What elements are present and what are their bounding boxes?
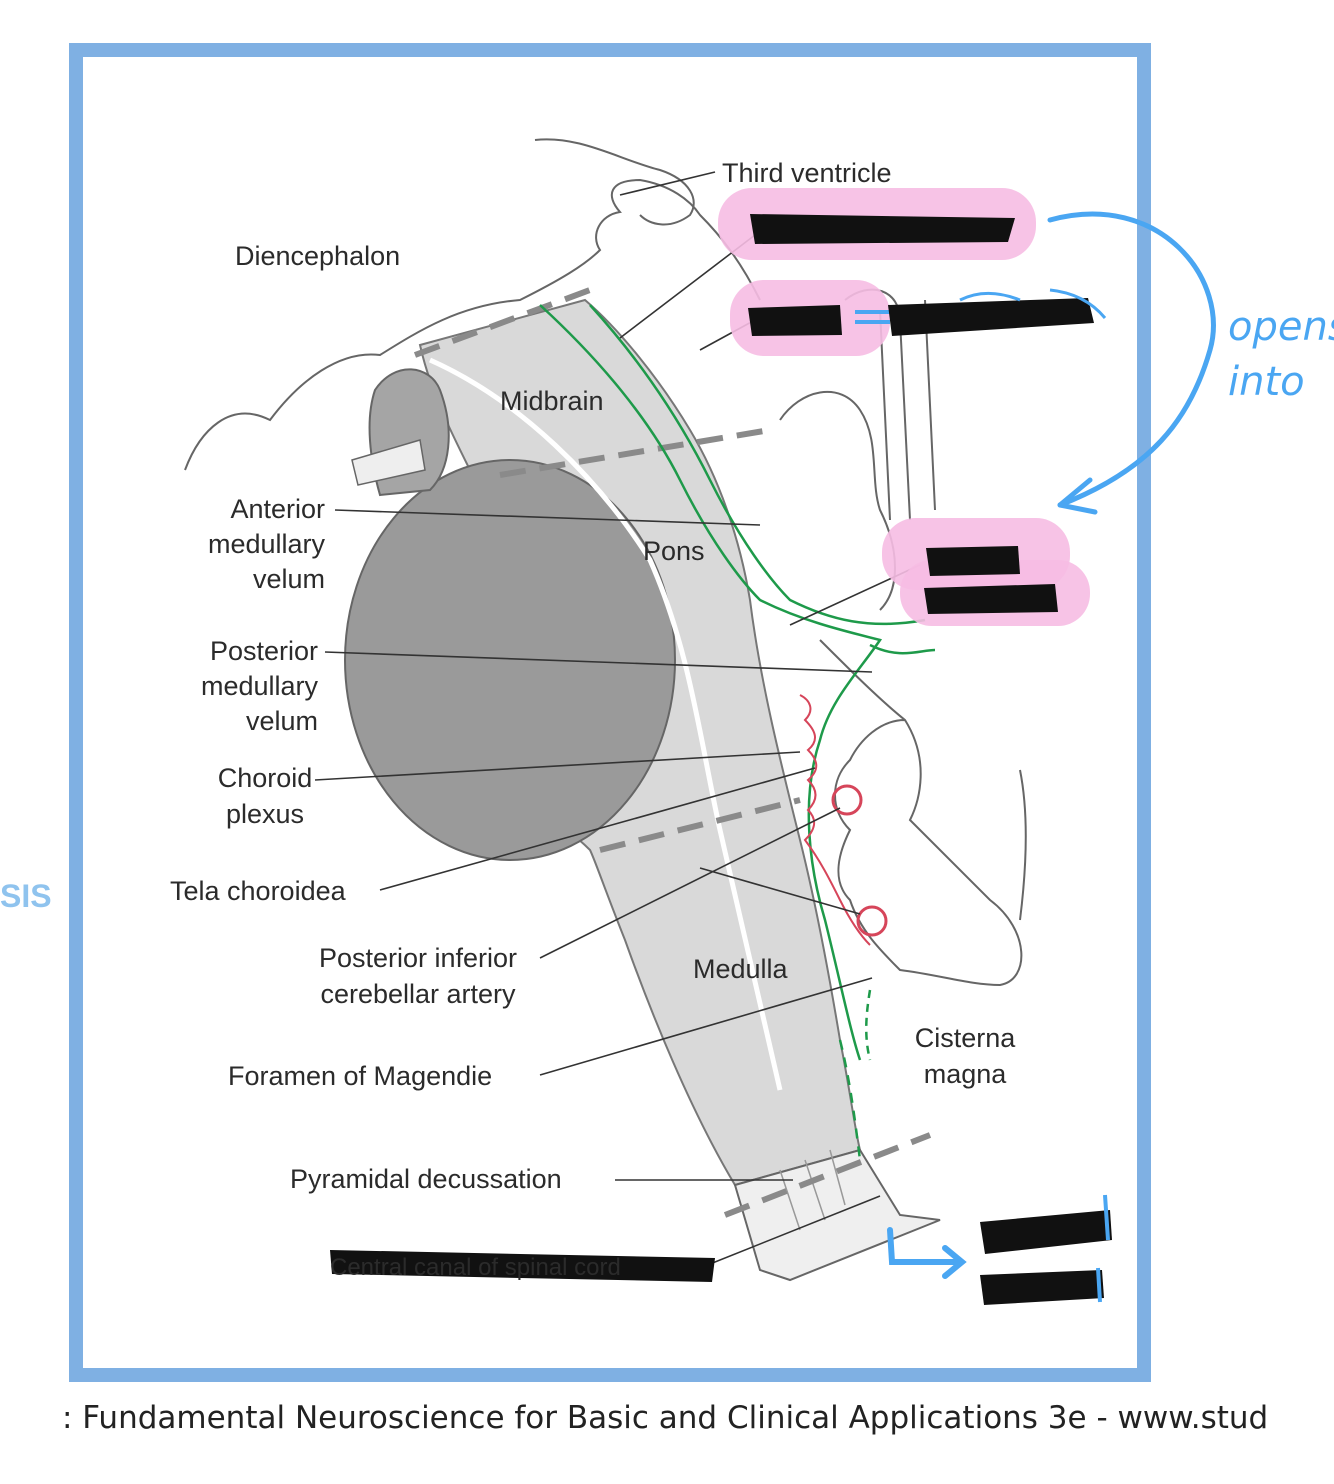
third-ventricle-outline <box>535 139 694 224</box>
label-midbrain: Midbrain <box>500 386 604 416</box>
redaction-bar-7 <box>980 1210 1112 1254</box>
pia-line-velum <box>870 645 935 653</box>
figure-caption: : Fundamental Neuroscience for Basic and… <box>62 1400 1268 1436</box>
redaction-bar-3 <box>888 298 1094 336</box>
label-diencephalon: Diencephalon <box>235 241 400 271</box>
opens-into-arrow <box>1050 214 1213 505</box>
redaction-bar-8 <box>980 1270 1104 1305</box>
label-central-canal: Central canal of spinal cord <box>330 1254 621 1281</box>
redaction-bar-1 <box>750 214 1015 244</box>
label-foramen-of-magendie: Foramen of Magendie <box>228 1061 492 1091</box>
redaction-bar-5 <box>924 584 1058 614</box>
label-tela-choroidea: Tela choroidea <box>170 876 347 906</box>
handwritten-opens-into: opensinto <box>1228 304 1334 405</box>
redaction-bar-4 <box>926 546 1020 576</box>
pia-line-magendie <box>866 990 870 1060</box>
label-pons: Pons <box>643 536 705 566</box>
redaction-bar-2 <box>748 305 842 336</box>
label-third-ventricle: Third ventricle <box>722 158 892 188</box>
pica-loop-lower <box>858 907 886 935</box>
leader-third-ventricle <box>620 172 715 195</box>
cerebellum-outline <box>780 392 1026 985</box>
label-medulla: Medulla <box>693 954 789 984</box>
label-pyramidal-decussation: Pyramidal decussation <box>290 1164 562 1194</box>
